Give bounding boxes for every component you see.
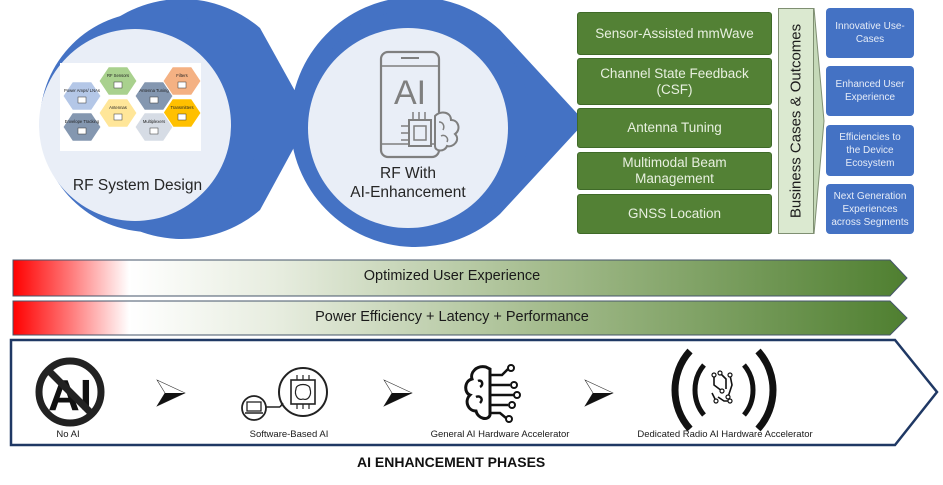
svg-text:Antennas: Antennas: [109, 105, 127, 110]
outcome-innovative-use-cases: Innovative Use- Cases: [826, 8, 914, 58]
svg-text:AI: AI: [394, 74, 426, 112]
arrow-right-icon-3: [584, 379, 614, 407]
svg-text:Power Amps/ LNAs: Power Amps/ LNAs: [64, 88, 100, 93]
svg-text:RF Sensors: RF Sensors: [107, 73, 129, 78]
sensor-icon: [113, 81, 123, 89]
amplifier-icon: [77, 96, 87, 104]
gradient-bars: [12, 259, 908, 336]
radio-ai-icon: [671, 348, 777, 432]
power-efficiency-label: Power Efficiency + Latency + Performance: [315, 309, 589, 325]
phase-general-ai-label: General AI Hardware Accelerator: [430, 429, 570, 440]
ai-phone-icon: AI: [379, 50, 460, 159]
no-ai-icon: AI: [35, 357, 105, 427]
use-case-antenna-tuning: Antenna Tuning: [577, 108, 772, 148]
phase-dedicated-radio-ai-label: Dedicated Radio AI Hardware Accelerator: [637, 429, 813, 440]
transmitter-icon: [177, 113, 187, 121]
optimized-user-experience-bar: [12, 259, 908, 297]
multiplexer-icon: [149, 127, 159, 135]
software-ai-icon: [241, 367, 328, 421]
phase-software-ai-label: Software-Based AI: [249, 429, 329, 440]
rf-system-design-label: RF System Design: [72, 177, 203, 194]
optimized-user-experience-label: Optimized User Experience: [363, 268, 541, 284]
hex-antennas: Antennas: [98, 98, 138, 128]
power-efficiency-bar: [12, 300, 908, 336]
svg-text:Transmitters: Transmitters: [170, 105, 193, 110]
rf-with-ai-label-line2: AI-Enhancement: [350, 184, 466, 201]
hex-rf-sensors: RF Sensors: [98, 66, 138, 96]
outcome-next-generation-experiences: Next Generation Experiences across Segme…: [826, 184, 914, 234]
svg-text:Antenna Tuning: Antenna Tuning: [139, 88, 169, 93]
use-case-channel-state-feedback: Channel State Feedback (CSF): [577, 58, 772, 105]
ai-enhancement-phases-title: AI ENHANCEMENT PHASES: [357, 454, 546, 470]
svg-text:Multiplexers: Multiplexers: [143, 119, 165, 124]
rf-with-ai-label-line1: RF With: [380, 165, 436, 182]
ai-phases-arrow: [9, 338, 939, 447]
envelope-tracking-icon: [77, 127, 87, 135]
filter-icon: [177, 81, 187, 89]
business-cases-bracket: [813, 8, 825, 234]
hex-power-amps-lnas: Power Amps/ LNAs: [62, 81, 102, 111]
outcome-efficiencies-device-ecosystem: Efficiencies to the Device Ecosystem: [826, 125, 914, 176]
use-case-multimodal-beam: Multimodal Beam Management: [577, 152, 772, 190]
arrow-right-icon-1: [156, 379, 186, 407]
business-cases-bar: [778, 8, 814, 234]
phase-no-ai-label: No AI: [56, 429, 80, 440]
use-case-sensor-assisted-mmwave: Sensor-Assisted mmWave: [577, 12, 772, 55]
tuning-icon: [149, 96, 159, 104]
arrow-right-icon-2: [383, 379, 413, 407]
svg-text:Envelope Tracking: Envelope Tracking: [65, 119, 100, 124]
antenna-icon: [113, 113, 123, 121]
ai-brain-circuit-icon: [464, 364, 521, 423]
hex-envelope-tracking: Envelope Tracking: [62, 112, 102, 142]
use-case-gnss-location: GNSS Location: [577, 194, 772, 234]
hex-filters: Filters: [162, 66, 201, 96]
hex-multiplexers: Multiplexers: [134, 112, 174, 142]
outcome-enhanced-user-experience: Enhanced User Experience: [826, 66, 914, 116]
rf-with-ai-label: RF With AI-Enhancement: [333, 164, 483, 202]
business-cases-title: Business Cases & Outcomes: [787, 23, 805, 219]
svg-text:Filters: Filters: [176, 73, 187, 78]
hex-transmitters: Transmitters: [162, 98, 201, 128]
